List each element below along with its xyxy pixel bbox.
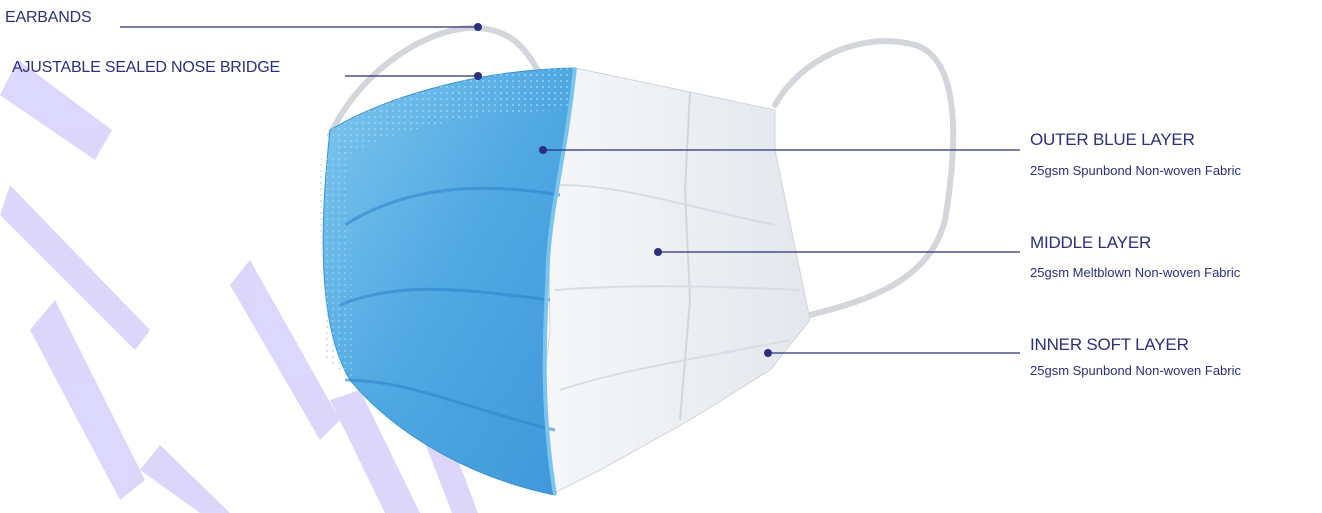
mask-inner-panel: [540, 68, 810, 495]
label-middle-layer: MIDDLE LAYER: [1030, 234, 1151, 251]
desc-middle-layer: 25gsm Meltblown Non-woven Fabric: [1030, 266, 1240, 279]
desc-outer-layer: 25gsm Spunbond Non-woven Fabric: [1030, 164, 1241, 177]
label-inner-layer: INNER SOFT LAYER: [1030, 336, 1189, 353]
label-earbands: EARBANDS: [5, 10, 91, 26]
label-nose-bridge: AJUSTABLE SEALED NOSE BRIDGE: [12, 60, 280, 76]
label-outer-layer: OUTER BLUE LAYER: [1030, 131, 1195, 148]
desc-inner-layer: 25gsm Spunbond Non-woven Fabric: [1030, 364, 1241, 377]
